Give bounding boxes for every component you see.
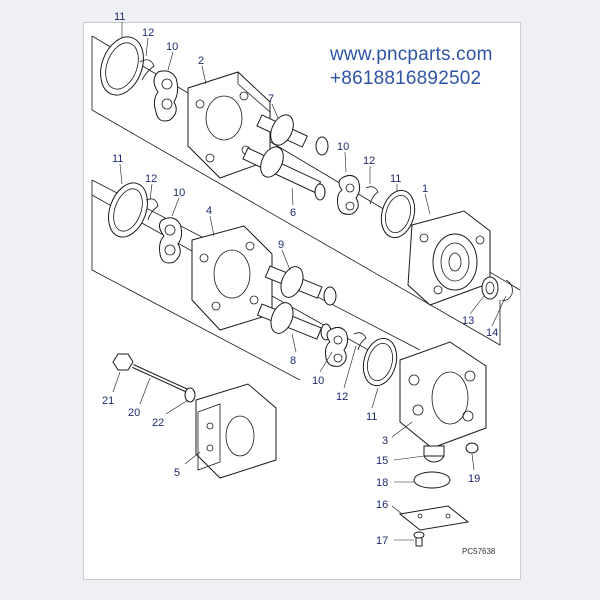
callout-8: 8 xyxy=(290,355,296,367)
bushing-15 xyxy=(423,445,445,463)
o-ring-18 xyxy=(413,471,451,489)
diagram-frame xyxy=(83,22,521,580)
callout-17: 17 xyxy=(376,535,388,547)
gear-shaft-7 xyxy=(256,114,329,156)
clip-12-lower xyxy=(353,332,367,351)
callout-12-top: 12 xyxy=(142,27,154,39)
nut-21 xyxy=(112,353,134,371)
rear-cover-5 xyxy=(195,383,277,479)
washer-22 xyxy=(184,387,196,403)
gear-housing-4 xyxy=(191,225,273,331)
callout-21: 21 xyxy=(102,395,114,407)
clip-12-second xyxy=(145,198,159,221)
oil-seal-13 xyxy=(481,276,499,300)
snap-ring-11-second xyxy=(108,182,148,238)
callout-5: 5 xyxy=(174,467,180,479)
drive-shaft-6 xyxy=(242,146,326,201)
front-cover-1 xyxy=(407,210,491,306)
clip-12-top xyxy=(139,59,155,81)
callout-11-mid: 11 xyxy=(390,173,401,185)
callout-22: 22 xyxy=(152,417,164,429)
callout-12-mid: 12 xyxy=(363,155,375,167)
callout-11-top: 11 xyxy=(114,11,125,23)
snap-ring-11-lower xyxy=(362,337,398,387)
screw-17 xyxy=(413,531,425,547)
callout-2: 2 xyxy=(198,55,204,67)
callout-12-second: 12 xyxy=(145,173,157,185)
seal-plate-10-mid xyxy=(337,174,361,215)
callout-3: 3 xyxy=(382,435,388,447)
callout-11-second: 11 xyxy=(112,153,123,165)
diagram-code: PC57638 xyxy=(462,547,496,556)
callout-4: 4 xyxy=(206,205,212,217)
gear-shaft-9 xyxy=(264,265,337,306)
snap-ring-11-mid xyxy=(380,189,416,239)
plate-16 xyxy=(398,505,470,531)
stud-bolt-20 xyxy=(132,364,191,394)
clip-12-mid xyxy=(365,186,379,205)
watermark-url: www.pncparts.com xyxy=(330,44,493,65)
callout-10-mid: 10 xyxy=(337,141,349,153)
callout-13: 13 xyxy=(462,315,474,327)
callout-10-lower: 10 xyxy=(312,375,324,387)
callout-14: 14 xyxy=(486,327,498,339)
callout-9: 9 xyxy=(278,239,284,251)
callout-7: 7 xyxy=(268,93,274,105)
callout-11-lower: 11 xyxy=(366,411,377,423)
callout-10-top: 10 xyxy=(166,41,178,53)
rear-body-3 xyxy=(399,341,487,449)
snap-ring-11-top xyxy=(100,36,144,96)
callout-15: 15 xyxy=(376,455,388,467)
plug-19 xyxy=(465,442,479,454)
seal-plate-10-top xyxy=(153,70,179,122)
callout-16: 16 xyxy=(376,499,388,511)
seal-plate-10-lower xyxy=(325,326,349,367)
snap-ring-14 xyxy=(501,279,513,301)
callout-20: 20 xyxy=(128,407,140,419)
callout-6: 6 xyxy=(290,207,296,219)
gear-shaft-8 xyxy=(256,302,332,341)
watermark-phone: +8618816892502 xyxy=(330,68,482,89)
seal-plate-10-second xyxy=(158,217,183,264)
callout-18: 18 xyxy=(376,477,388,489)
callout-1: 1 xyxy=(422,183,428,195)
callout-19: 19 xyxy=(468,473,480,485)
leader-lines xyxy=(112,22,507,541)
callout-labels: 11 12 10 2 7 10 12 11 6 1 11 12 10 4 9 8… xyxy=(102,11,498,556)
callout-10-second: 10 xyxy=(173,187,185,199)
callout-12-lower: 12 xyxy=(336,391,348,403)
